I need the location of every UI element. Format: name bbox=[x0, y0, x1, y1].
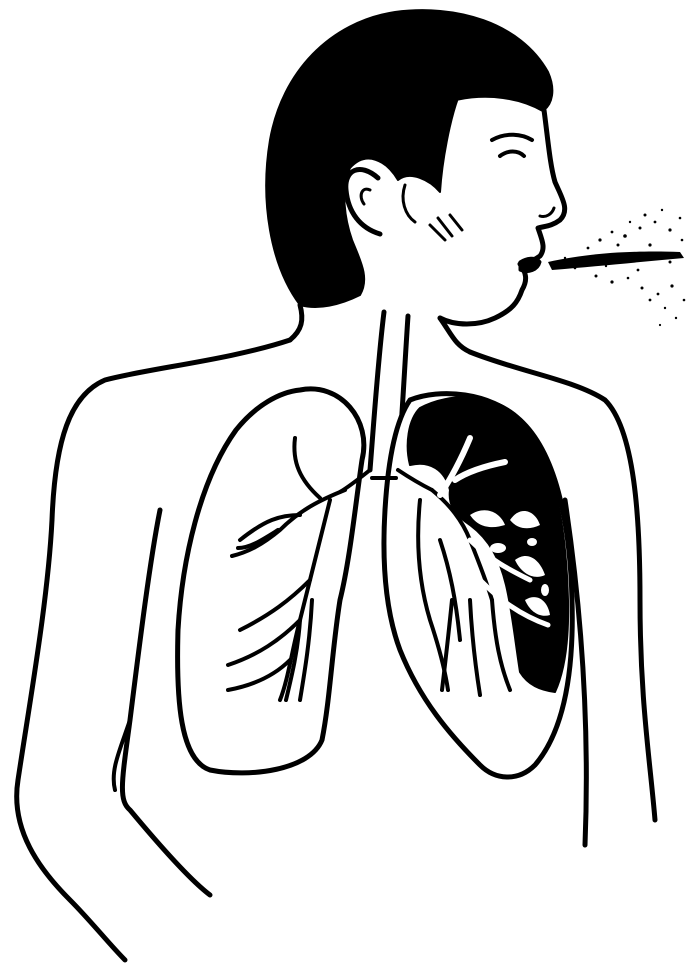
right-lung bbox=[178, 389, 364, 773]
jaw-line bbox=[403, 185, 415, 222]
eyebrow bbox=[492, 135, 532, 140]
trachea-left bbox=[370, 312, 384, 470]
eye bbox=[500, 152, 524, 157]
face-profile bbox=[440, 95, 565, 324]
exhaled-breath-droplets bbox=[548, 209, 685, 326]
mouth bbox=[520, 258, 540, 271]
nose bbox=[540, 208, 554, 217]
cheek-lines bbox=[430, 215, 462, 240]
neck-back bbox=[290, 305, 302, 340]
hair bbox=[266, 10, 552, 307]
